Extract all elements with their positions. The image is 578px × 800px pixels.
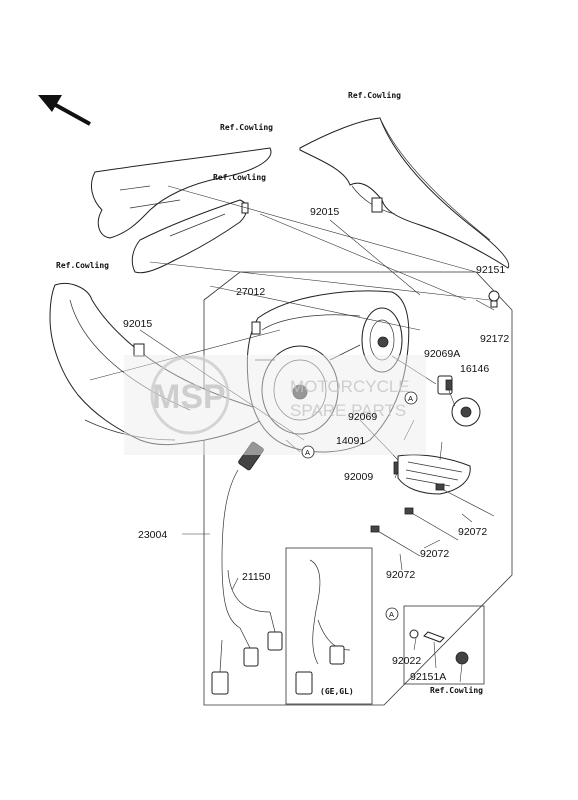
part-number-label: 23004 (138, 529, 167, 541)
part-number-label: 92072 (386, 569, 415, 581)
svg-text:A: A (305, 448, 310, 457)
connector-mark: A (385, 607, 399, 621)
cable-bands (370, 483, 495, 557)
variant-note: (GE,GL) (320, 687, 354, 696)
variant-harness (295, 559, 351, 695)
ref-label: Ref.Cowling (213, 172, 266, 182)
svg-text:A: A (389, 610, 394, 619)
headlight-housing (246, 290, 410, 453)
upper-cowling-panel (299, 117, 510, 269)
fastener-group-box (403, 605, 485, 685)
part-number-label: 92015 (310, 206, 339, 218)
ref-label: Ref.Cowling (220, 122, 273, 132)
part-number-label: 92151 (476, 264, 505, 276)
part-number-label: 92072 (458, 526, 487, 538)
part-number-label: 92072 (420, 548, 449, 560)
connector-mark: A (404, 391, 418, 405)
leader-lines (89, 185, 495, 683)
fastener-parts (409, 629, 469, 665)
watermark: MSP MOTORCYCLE SPARE PARTS (124, 355, 426, 455)
inner-bracket (91, 147, 272, 274)
part-number-label: 92172 (480, 333, 509, 345)
front-direction-arrow-icon (38, 95, 91, 126)
watermark-line2: SPARE PARTS (290, 401, 406, 420)
svg-text:A: A (408, 394, 413, 403)
part-number-label: 16146 (460, 363, 489, 375)
bulb-socket (437, 375, 453, 395)
ref-label: Ref.Cowling (56, 260, 109, 270)
watermark-line1: MOTORCYCLE (290, 377, 410, 396)
ref-label: Ref.Cowling (430, 685, 483, 695)
part-number-label: 27012 (236, 286, 265, 298)
part-number-label: 14091 (336, 435, 365, 447)
headlight-cover (397, 454, 471, 495)
side-cowling-panel (49, 283, 271, 446)
watermark-brand: MSP (152, 378, 226, 416)
connector-mark: A (301, 445, 315, 459)
part-number-label: 21150 (242, 571, 271, 583)
part-number-label: 92151A (410, 671, 446, 683)
part-number-label: 92015 (123, 318, 152, 330)
ref-label: Ref.Cowling (348, 90, 401, 100)
wiring-harness (211, 441, 283, 695)
part-number-label: 92022 (392, 655, 421, 667)
variant-inset (285, 547, 373, 705)
bulb-cap (451, 397, 481, 427)
part-number-label: 92009 (344, 471, 373, 483)
cowling-clip (488, 290, 500, 308)
part-number-label: 92069A (424, 348, 460, 360)
cover-screw (393, 461, 399, 475)
part-number-label: 92069 (348, 411, 377, 423)
